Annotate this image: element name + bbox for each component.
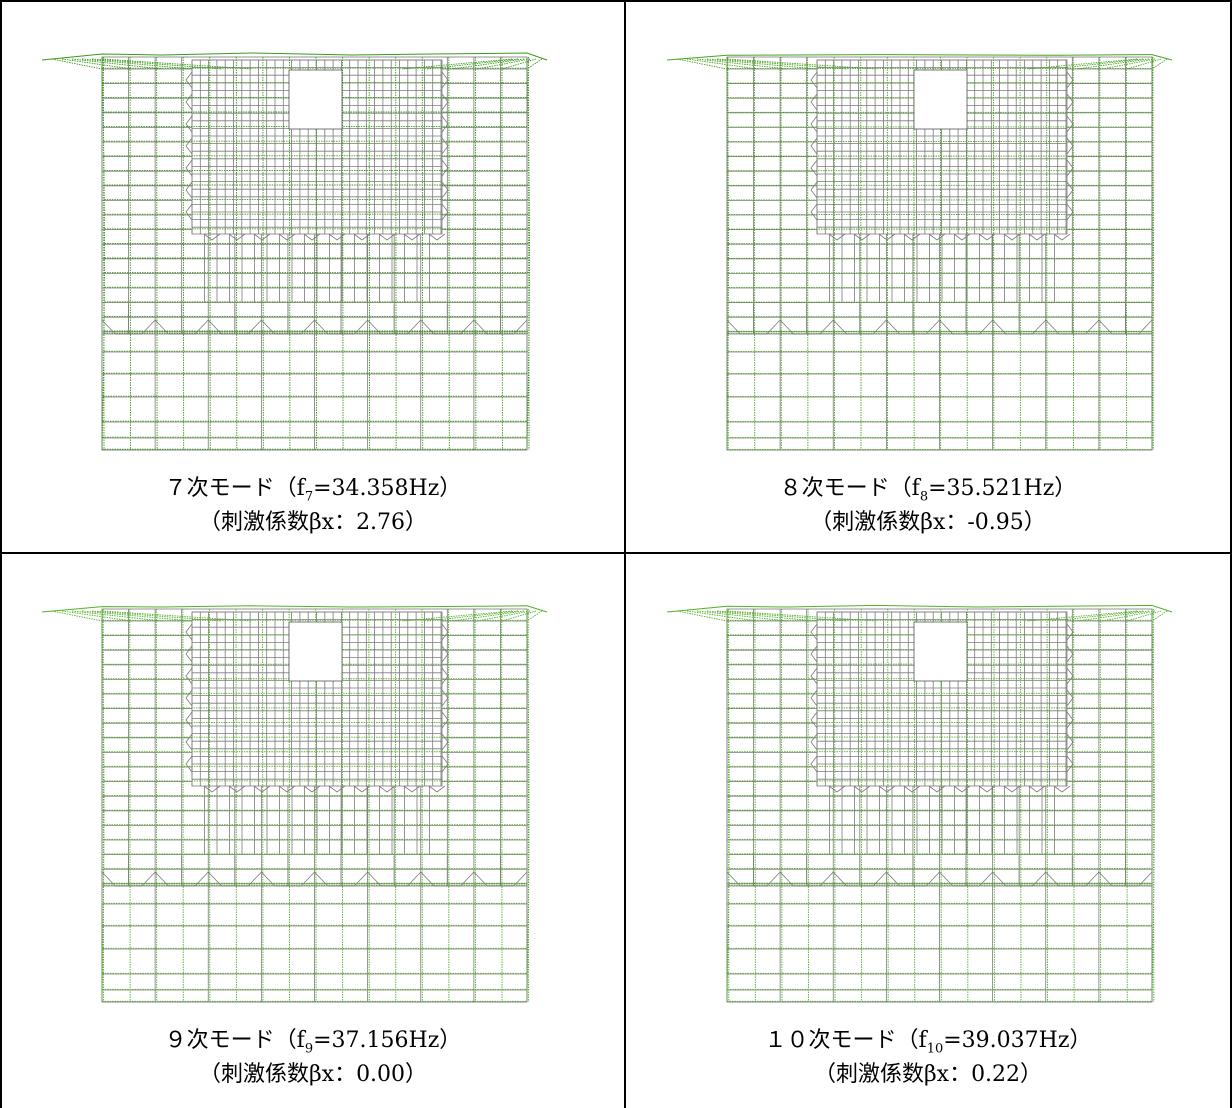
deformed-mesh	[666, 604, 1173, 1003]
mode-title-prefix: ７次モード（f	[164, 476, 305, 501]
table-border-right	[1230, 0, 1232, 1108]
mode-title: ８次モード（f8=35.521Hz）	[626, 474, 1230, 504]
mode-title: ７次モード（f7=34.358Hz）	[2, 474, 624, 504]
opening	[913, 621, 968, 682]
panel-mode9: ９次モード（f9=37.156Hz） （刺激係数βx：0.00）	[2, 554, 624, 1108]
table-border-middle	[0, 552, 1232, 554]
mesh-group	[41, 52, 548, 451]
undeformed-mesh	[101, 56, 528, 451]
mode-title-suffix: =37.156Hz）	[313, 1028, 462, 1053]
mesh-diagram-mode9	[41, 605, 548, 1003]
mesh-diagram-mode8	[666, 54, 1173, 451]
frequency-subscript: 10	[926, 1041, 944, 1057]
frequency-subscript: 7	[304, 489, 314, 505]
frequency-subscript: 9	[304, 1041, 314, 1057]
mesh-group	[666, 604, 1173, 1003]
panel-mode7: ７次モード（f7=34.358Hz） （刺激係数βx：2.76）	[2, 2, 624, 552]
participation-factor: （刺激係数βx：2.76）	[198, 510, 428, 535]
deformed-surface	[666, 604, 1173, 613]
table-border-center	[624, 0, 626, 1108]
mesh-diagram-mode10	[666, 604, 1173, 1003]
opening	[913, 69, 968, 130]
table-border-top	[0, 0, 1232, 2]
deformed-surface	[41, 605, 548, 613]
opening	[288, 69, 343, 130]
frequency-subscript: 8	[919, 489, 929, 505]
deformed-mesh	[41, 52, 548, 451]
mesh-group	[41, 605, 548, 1003]
undeformed-mesh	[101, 608, 528, 1003]
mode-title-suffix: =39.037Hz）	[943, 1028, 1092, 1053]
participation-factor: （刺激係数βx：-0.95）	[810, 510, 1046, 535]
mode-title-prefix: １０次モード（f	[764, 1028, 927, 1053]
panel-mode10: １０次モード（f10=39.037Hz） （刺激係数βx：0.22）	[626, 554, 1230, 1108]
panel-mode8: ８次モード（f8=35.521Hz） （刺激係数βx：-0.95）	[626, 2, 1230, 552]
table-border-left	[0, 0, 2, 1108]
mode-title-prefix: ９次モード（f	[164, 1028, 305, 1053]
mesh-group	[666, 54, 1173, 451]
participation-factor: （刺激係数βx：0.00）	[198, 1062, 428, 1087]
mode-title-suffix: =35.521Hz）	[928, 476, 1077, 501]
opening	[288, 621, 343, 682]
mode-title: １０次モード（f10=39.037Hz）	[626, 1026, 1230, 1056]
mode-title: ９次モード（f9=37.156Hz）	[2, 1026, 624, 1056]
mesh-diagram-mode7	[41, 52, 548, 451]
deformed-surface	[41, 52, 548, 61]
deformed-surface	[666, 54, 1173, 61]
participation-factor: （刺激係数βx：0.22）	[813, 1062, 1043, 1087]
mode-title-prefix: ８次モード（f	[779, 476, 920, 501]
mode-title-suffix: =34.358Hz）	[313, 476, 462, 501]
